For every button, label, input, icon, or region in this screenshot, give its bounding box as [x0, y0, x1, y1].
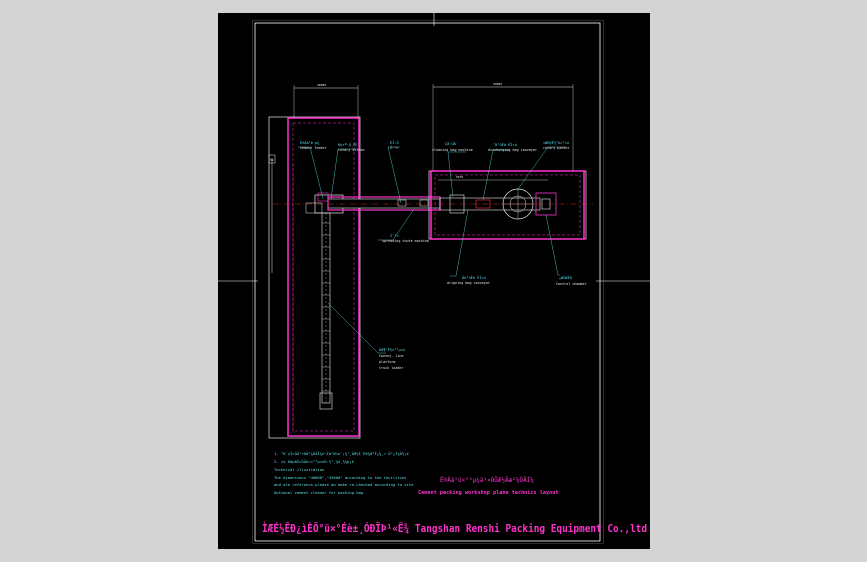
note-1: 1. ³ß´çÎ»ÖÃ¹¤ÒÕ²¼ÖÃÍ¼£¬Ïà¹Ø»ù´¡¼°¸ÖÆ½Ì¨É… [274, 451, 410, 457]
label-truck-loader-3: platform [379, 360, 395, 364]
label-cleaning-2: cleaning bag machine [432, 148, 473, 152]
label-discharging-2: discharging bag conveyor [488, 148, 537, 152]
label-control-2: Control chamber [556, 282, 587, 286]
dim-marker-box [268, 154, 276, 164]
label-cleaning-1: Çå·ÛÀ¨ [445, 141, 458, 146]
conveyor-end [319, 392, 333, 410]
feeder-bin [317, 192, 329, 202]
drawing-sheet: 40000 59 43000 9970 [218, 13, 650, 549]
note-3: Technical illustration [274, 467, 324, 472]
leader-truck-loader [327, 302, 386, 354]
left-hall-wall [287, 117, 360, 437]
conveyor-part [397, 199, 407, 207]
dim-right-height: 9970 [456, 175, 463, 179]
left-workshop [268, 116, 361, 439]
label-rotary-packer-1: »ØÐýÊ½°ü×°»ú [543, 140, 569, 145]
label-cement-feeder-2: cement feeder [300, 146, 327, 150]
label-truck-loader-1: ÒÆ¶¯Ê½×°³µ»ú [379, 347, 405, 352]
label-control-1: ¿ØÖÆÊÒ [559, 275, 572, 280]
right-hall-wall-inner [434, 174, 581, 236]
conveyor-rollers [322, 222, 330, 392]
technical-notes: 1. ³ß´çÎ»ÖÃ¹¤ÒÕ²¼ÖÃÍ¼£¬Ïà¹Ø»ù´¡¼°¸ÖÆ½Ì¨É… [274, 451, 414, 495]
label-discharging-1: ³ö°üÊä ËÍ»ú [493, 142, 517, 147]
company-name: ÌÆÉ½ÊÐ¿ìÈÕ°ü×°Éè±¸ÓÐÏÞ¹«Ë¾ Tangshan Rens… [262, 521, 647, 535]
dim-left-width: 40000 [317, 83, 326, 87]
equipment-labels: Ë®Äà¹Þ·µ¼ cement feeder Ðý×ª·Ö¸ÉÉ¸ rotar… [300, 140, 587, 370]
label-aligning-2: aligning bag conveyor [447, 281, 490, 285]
left-hall-wall-inner [292, 122, 355, 432]
right-dimension: 43000 9970 [432, 82, 574, 181]
label-upper-bin-2: Í·¹¤ [390, 145, 398, 150]
right-hall-wall [430, 170, 585, 240]
leader-cement-feeder [298, 146, 324, 200]
inner-frame [252, 19, 604, 544]
note-6: Optional cement cleaner for packing bag [274, 490, 363, 495]
layout-drawing: 40000 59 43000 9970 [218, 13, 650, 544]
leader-cleaning [447, 151, 466, 198]
label-truck-loader-4: truck loader [379, 366, 404, 370]
dim-left-marker: 59 [270, 158, 274, 162]
conveyor-part [419, 199, 429, 207]
leader-rotary-screen [330, 148, 358, 200]
right-hall-outline [428, 170, 587, 240]
label-rotary-screen-1: Ðý×ª·Ö¸ÉÉ¸ [338, 142, 360, 147]
note-5: and are reference,please do make re-chec… [274, 482, 414, 487]
horizontal-conveyor [327, 196, 441, 211]
leader-spreading [378, 208, 415, 241]
leader-discharging [482, 149, 510, 201]
vertical-conveyor [319, 212, 333, 410]
feeder-base [305, 202, 323, 214]
left-hall-outline [268, 116, 361, 439]
horizontal-conveyor-body [327, 198, 441, 209]
title-cn: Ë®Äà°ü×°³µ¼ä¹¤ÒÕÆ½Ãæ²¼ÖÃÍ¼ [440, 476, 534, 484]
label-truck-loader-2: Convey- line [379, 354, 404, 358]
dim-right-width: 43000 [493, 82, 502, 86]
label-aligning-1: Õû°üÊä ËÍ»ú [462, 275, 486, 280]
title-en: Cement packing workshop plane technics l… [418, 490, 559, 496]
leader-aligning [450, 209, 469, 277]
label-rotary-screen-2: rotary screen [338, 148, 365, 152]
leader-upper-bin [387, 146, 402, 204]
label-spreading-2: spreading chute machine [382, 239, 429, 243]
note-2: 2. ×¢ ÒâµãÎ»ÖÃ£»×°³µ»úÔ­·½°¸¼û¸½¼þ¡£ [274, 459, 355, 465]
label-upper-bin-1: ÉÏ·Ö [390, 140, 399, 145]
note-4: The dimensions "40000","43000" according… [274, 475, 407, 480]
outer-frame [254, 22, 601, 542]
leader-control [545, 214, 560, 276]
label-spreading-1: Ì¨¹¤ [390, 233, 399, 238]
leader-lines [298, 146, 566, 354]
right-workshop [428, 170, 587, 240]
label-rotary-packer-2: rotary packer [543, 146, 570, 150]
left-dimension: 40000 59 [268, 83, 359, 273]
leader-rotary-packer [517, 146, 566, 190]
label-cement-feeder-1: Ë®Äà¹Þ·µ¼ [300, 140, 319, 146]
title-block: Ë®Äà°ü×°³µ¼ä¹¤ÒÕÆ½Ãæ²¼ÖÃÍ¼ Cement packin… [262, 476, 647, 535]
